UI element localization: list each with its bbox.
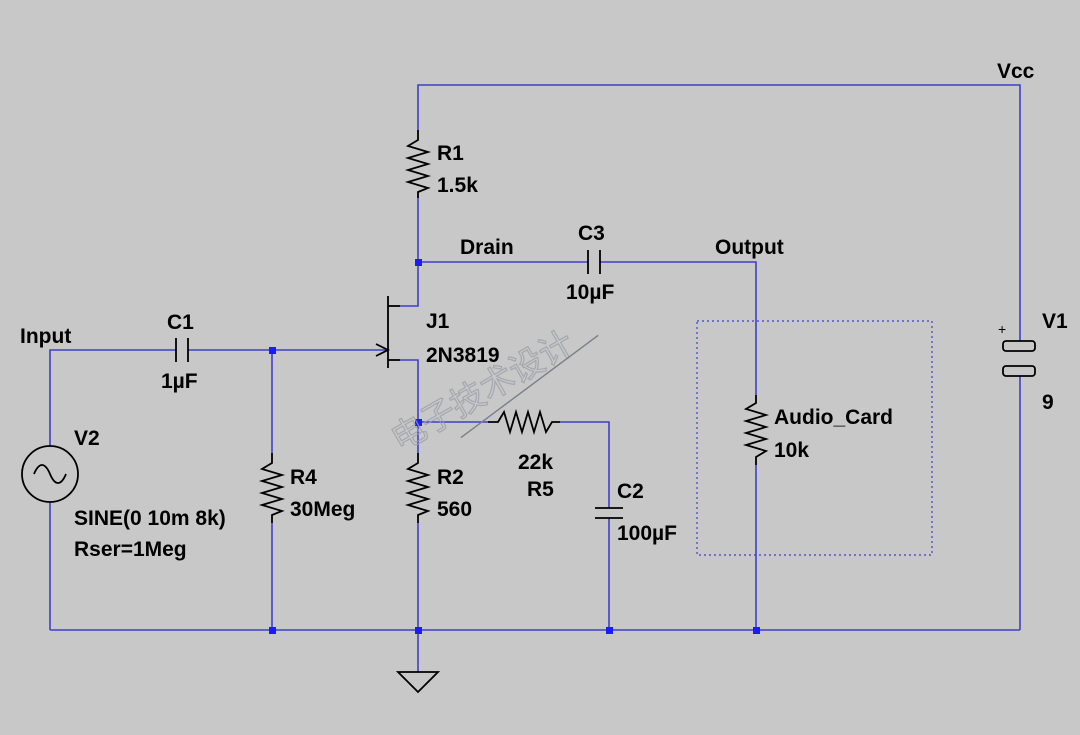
capacitor-c1 <box>175 338 189 362</box>
net-input-label: Input <box>20 325 71 348</box>
j1-value: 2N3819 <box>426 344 500 367</box>
vcc-wire <box>417 84 1021 338</box>
net-output-label: Output <box>715 236 784 259</box>
c1-value: 1µF <box>161 370 198 393</box>
resistor-audio-card <box>742 395 770 465</box>
wires <box>49 84 1021 672</box>
junctions <box>269 259 760 634</box>
r4-name: R4 <box>290 466 317 489</box>
capacitor-c3 <box>587 250 601 274</box>
net-drain-label: Drain <box>460 236 514 259</box>
v1-name: V1 <box>1042 310 1068 333</box>
c1-name: C1 <box>167 311 194 334</box>
r5-value: 22k <box>518 451 553 474</box>
resistor-r2 <box>404 453 432 523</box>
j1-name: J1 <box>426 310 450 333</box>
r5-name: R5 <box>527 478 554 501</box>
audio-card-value: 10k <box>774 439 809 462</box>
c2-value: 100µF <box>617 522 677 545</box>
audio-card-name: Audio_Card <box>774 406 893 429</box>
wire-c3-output <box>600 261 757 395</box>
c3-value: 10µF <box>566 281 614 304</box>
sine-source-v2 <box>21 445 79 503</box>
svg-text:+: + <box>998 321 1006 337</box>
wire-drain-jfet <box>400 262 419 307</box>
jfet-j1 <box>375 296 400 368</box>
resistor-r1 <box>404 130 432 198</box>
c2-name: C2 <box>617 480 644 503</box>
c3-name: C3 <box>578 222 605 245</box>
resistor-r5 <box>488 408 560 436</box>
r2-name: R2 <box>437 466 464 489</box>
net-vcc-label: Vcc <box>997 60 1035 83</box>
r4-value: 30Meg <box>290 498 355 521</box>
r1-value: 1.5k <box>437 174 478 197</box>
v2-name: V2 <box>74 427 100 450</box>
audio-card-region <box>696 320 933 556</box>
v2-param: Rser=1Meg <box>74 538 187 561</box>
r1-name: R1 <box>437 142 464 165</box>
wire-input-c1 <box>49 349 176 446</box>
ground-icon <box>395 671 441 694</box>
resistor-r4 <box>258 453 286 523</box>
v1-value: 9 <box>1042 391 1054 414</box>
capacitor-c2 <box>595 507 623 519</box>
r2-value: 560 <box>437 498 472 521</box>
battery-v1: + <box>998 321 1036 377</box>
wire-r5-c2 <box>560 421 610 508</box>
v2-value: SINE(0 10m 8k) <box>74 507 226 530</box>
